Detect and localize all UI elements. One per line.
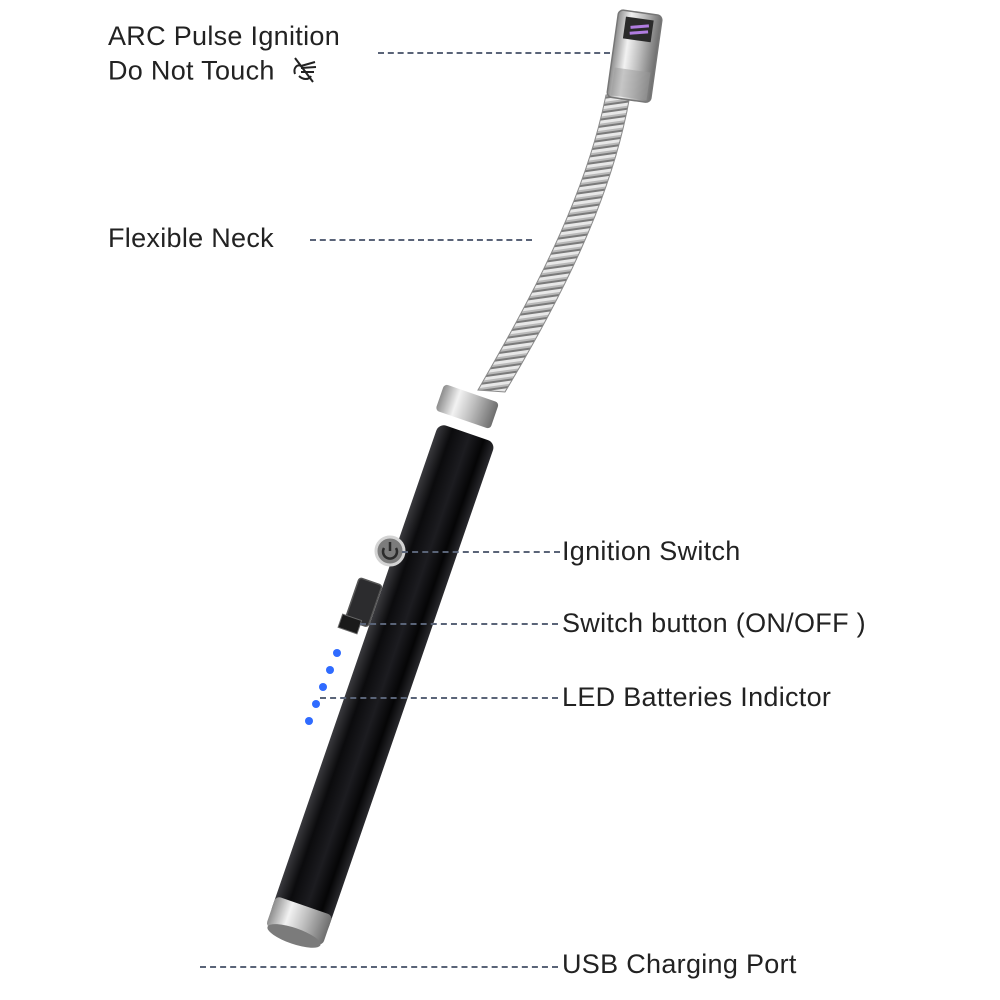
callout-ignition-switch: Ignition Switch: [562, 536, 741, 566]
leader-ignition: [402, 551, 560, 553]
leader-switch: [360, 623, 558, 625]
arc-head: [606, 9, 663, 103]
led-indicators: [305, 649, 341, 725]
leader-usb: [200, 966, 558, 968]
flexible-neck: [477, 94, 631, 393]
slide-switch-graphic: [337, 577, 383, 635]
callout-switch-button: Switch button (ON/OFF ): [562, 608, 866, 638]
callout-flexible-neck: Flexible Neck: [108, 223, 274, 253]
callout-arc-warning: Do Not Touch: [108, 54, 321, 91]
leader-arc: [378, 52, 610, 54]
leader-led: [320, 697, 558, 699]
callout-arc-title: ARC Pulse Ignition: [108, 21, 341, 51]
ignition-switch-graphic: [374, 535, 406, 567]
lighter-body: [271, 425, 494, 933]
callout-arc-warning-text: Do Not Touch: [108, 55, 275, 86]
callout-usb-port: USB Charging Port: [562, 949, 797, 979]
leader-neck: [310, 239, 532, 241]
callout-led-indicator: LED Batteries Indictor: [562, 682, 832, 712]
no-touch-hand-icon: [289, 54, 321, 91]
neck-collar: [436, 384, 499, 429]
